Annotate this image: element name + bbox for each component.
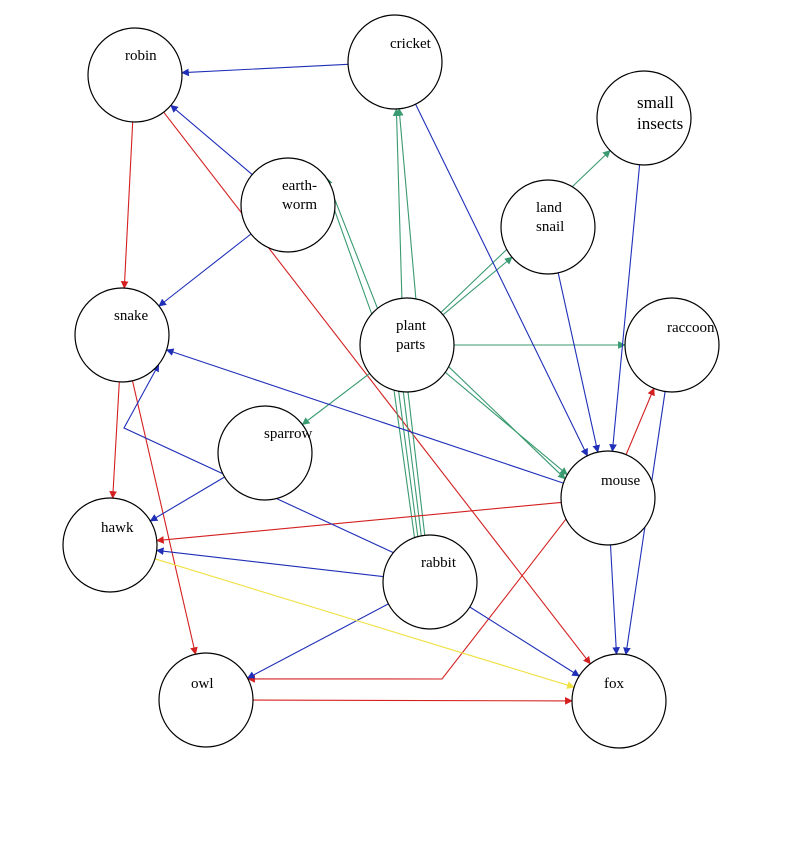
edges-layer bbox=[109, 63, 666, 705]
node-label-land-snail: snail bbox=[536, 219, 564, 235]
edge-robin-to-fox bbox=[163, 111, 591, 665]
edge-rabbit-to-fox bbox=[469, 606, 580, 677]
edge-rabbit-to-owl bbox=[246, 603, 389, 679]
edge-mouse-to-owl bbox=[247, 518, 567, 683]
node-owl: owl bbox=[158, 652, 254, 748]
node-snake: snake bbox=[74, 287, 170, 383]
node-circle-land-snail bbox=[500, 179, 596, 275]
node-label-plant-parts: parts bbox=[396, 337, 425, 353]
node-land-snail: land snail bbox=[500, 179, 596, 275]
edge-plant-parts-to-sparrow bbox=[301, 373, 370, 425]
node-circle-earthworm bbox=[240, 157, 336, 253]
edge-mouse-to-raccoon bbox=[625, 387, 655, 455]
node-label-robin: robin bbox=[125, 48, 157, 64]
edge-plant-parts-to-cricket bbox=[395, 108, 417, 299]
edge-owl-to-fox bbox=[252, 697, 573, 705]
node-label-hawk: hawk bbox=[101, 520, 134, 536]
node-robin: robin bbox=[87, 27, 183, 123]
node-circle-small-insects bbox=[596, 70, 692, 166]
edge-sparrow-to-hawk bbox=[149, 476, 225, 522]
node-sparrow: sparrow bbox=[217, 405, 313, 501]
node-circle-sparrow bbox=[217, 405, 313, 501]
edge-rabbit-to-snake bbox=[123, 363, 394, 554]
edge-rabbit-to-hawk bbox=[155, 547, 384, 578]
edge-robin-to-snake bbox=[120, 121, 134, 289]
node-label-earthworm: earth- bbox=[282, 178, 317, 194]
edge-mouse-to-snake bbox=[165, 348, 564, 484]
nodes-layer: robin cricket small insects earth-worm land sn… bbox=[62, 14, 720, 749]
node-label-sparrow: sparrow bbox=[264, 426, 312, 442]
edge-plant-parts-to-mouse bbox=[448, 366, 566, 480]
node-label-owl: owl bbox=[191, 676, 214, 692]
edge-snake-to-owl bbox=[131, 380, 198, 655]
edge-cricket-to-robin bbox=[181, 63, 349, 77]
node-label-cricket: cricket bbox=[390, 36, 432, 52]
node-label-snake: snake bbox=[114, 308, 148, 324]
node-label-small-insects: small bbox=[637, 93, 674, 112]
node-label-land-snail: land bbox=[536, 200, 562, 216]
node-small-insects: small insects bbox=[596, 70, 692, 166]
node-rabbit: rabbit bbox=[382, 534, 478, 630]
node-plant-parts: plant parts bbox=[359, 297, 455, 393]
node-earthworm: earth-worm bbox=[240, 157, 336, 253]
node-label-rabbit: rabbit bbox=[421, 555, 457, 571]
edge-plant-parts-to-land-snail bbox=[442, 256, 513, 316]
edge-plant-parts-to-cricket bbox=[392, 108, 403, 299]
node-circle-cricket bbox=[347, 14, 443, 110]
node-hawk: hawk bbox=[62, 497, 158, 593]
node-label-mouse: mouse bbox=[601, 473, 641, 489]
node-label-small-insects: insects bbox=[637, 114, 683, 133]
node-circle-hawk bbox=[62, 497, 158, 593]
edge-cricket-to-mouse bbox=[415, 103, 588, 457]
node-label-plant-parts: plant bbox=[396, 318, 427, 334]
node-fox: fox bbox=[571, 653, 667, 749]
node-circle-robin bbox=[87, 27, 183, 123]
edge-mouse-to-fox bbox=[609, 544, 620, 655]
node-circle-fox bbox=[571, 653, 667, 749]
node-circle-plant-parts bbox=[359, 297, 455, 393]
node-label-earthworm: worm bbox=[282, 197, 317, 213]
node-label-fox: fox bbox=[604, 676, 624, 692]
edge-mouse-to-hawk bbox=[156, 501, 562, 544]
node-label-raccoon: raccoon bbox=[667, 320, 715, 336]
node-circle-mouse bbox=[560, 450, 656, 546]
node-cricket: cricket bbox=[347, 14, 443, 110]
node-circle-snake bbox=[74, 287, 170, 383]
edge-small-insects-to-mouse bbox=[609, 164, 641, 452]
node-circle-raccoon bbox=[624, 297, 720, 393]
edge-hawk-to-fox bbox=[154, 558, 575, 689]
edge-land-snail-to-mouse bbox=[557, 272, 601, 453]
edge-plant-parts-to-mouse bbox=[444, 371, 568, 476]
node-raccoon: raccoon bbox=[624, 297, 720, 393]
node-circle-rabbit bbox=[382, 534, 478, 630]
node-mouse: mouse bbox=[560, 450, 656, 546]
node-circle-owl bbox=[158, 652, 254, 748]
edge-earthworm-to-snake bbox=[158, 233, 252, 307]
edge-earthworm-to-robin bbox=[170, 104, 253, 176]
edge-snake-to-hawk bbox=[109, 381, 120, 499]
